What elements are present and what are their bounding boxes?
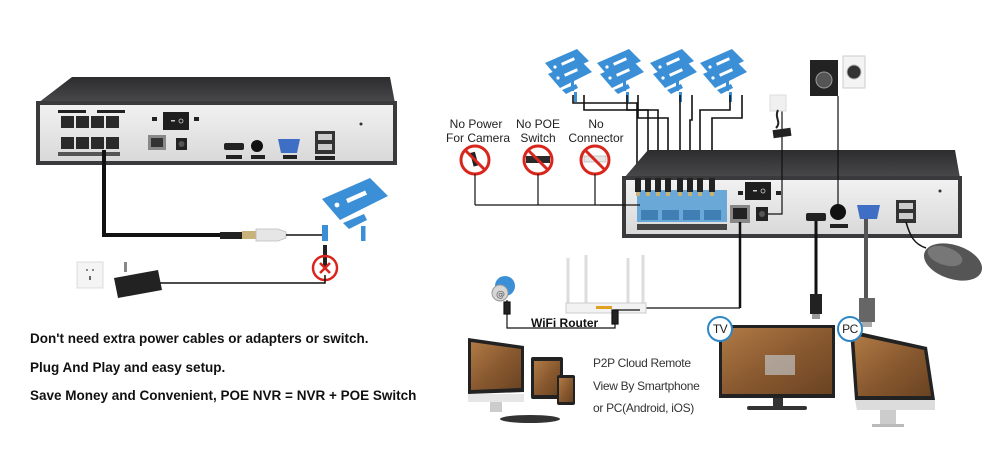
left-nvr-on-label (152, 117, 157, 121)
power-adapter-icon (114, 262, 326, 298)
left-nvr-off-label (194, 117, 199, 121)
prohibit-no-poe-line2: Switch (520, 131, 556, 145)
svg-text:@: @ (496, 290, 505, 300)
router-cable (503, 300, 640, 329)
nvr-power-adapter-icon (769, 94, 792, 139)
hdmi-cable (810, 221, 822, 319)
tv-monitor (719, 325, 835, 410)
left-nvr-vga-port (278, 139, 300, 153)
remote-line-2: View By Smartphone (593, 379, 700, 393)
nvr-power-cable (768, 102, 783, 215)
prohibit-no-poe-line1: No POE (515, 117, 560, 131)
right-nvr-power-switch (745, 182, 771, 200)
prohibit-label-no-poe-switch: No POE Switch (511, 117, 565, 145)
vga-cable (859, 219, 875, 327)
multi-device-image (468, 338, 575, 423)
pc-monitor (850, 330, 935, 427)
remote-line-1: P2P Cloud Remote (593, 356, 691, 370)
right-nvr-top (624, 150, 960, 178)
prohibit-no-connector-line1: No (588, 117, 604, 131)
prohibit-no-connector (579, 144, 611, 205)
lan-cable (640, 222, 742, 309)
right-nvr-vga-port (857, 205, 880, 219)
left-nvr-audio-out (251, 140, 263, 152)
prohibit-no-power (459, 144, 491, 205)
right-nvr (600, 102, 962, 238)
wifi-router-label: WiFi Router (531, 316, 599, 330)
right-nvr-hdmi-port (806, 213, 826, 221)
left-nvr-hdmi-port (224, 143, 244, 150)
right-nvr-audio-out (830, 204, 846, 220)
prohibit-no-poe-switch (522, 144, 554, 205)
left-poe-cable (102, 150, 322, 242)
left-nvr (36, 77, 397, 165)
wall-outlet-icon (76, 261, 104, 289)
prohibit-no-power-line1: No Power (449, 117, 503, 131)
prohibit-no-connector-line2: Connector (568, 131, 624, 145)
speakers-icon (810, 55, 866, 205)
left-camera-connector (322, 225, 328, 241)
ip-cameras (545, 49, 747, 102)
left-nvr-poe-ports (58, 110, 125, 156)
left-nvr-power-switch (163, 112, 189, 130)
prohibit-label-no-connector: No Connector (568, 117, 624, 145)
prohibit-label-no-power: No Power For Camera (446, 117, 511, 145)
wifi-router-icon (565, 255, 647, 314)
left-nvr-top (38, 77, 395, 103)
feature-line-3: Save Money and Convenient, POE NVR = NVR… (30, 388, 417, 403)
internet-globe-icon: @ (491, 276, 515, 302)
feature-line-1: Don't need extra power cables or adapter… (30, 331, 369, 346)
feature-line-2: Plug And Play and easy setup. (30, 360, 226, 375)
left-camera-icon (322, 178, 388, 241)
tv-badge: TV (707, 316, 733, 342)
mouse-icon (905, 221, 983, 281)
prohibit-no-power-line2: For Camera (446, 131, 511, 145)
remote-line-3: or PC(Android, iOS) (593, 401, 694, 415)
pc-badge: PC (837, 316, 863, 342)
